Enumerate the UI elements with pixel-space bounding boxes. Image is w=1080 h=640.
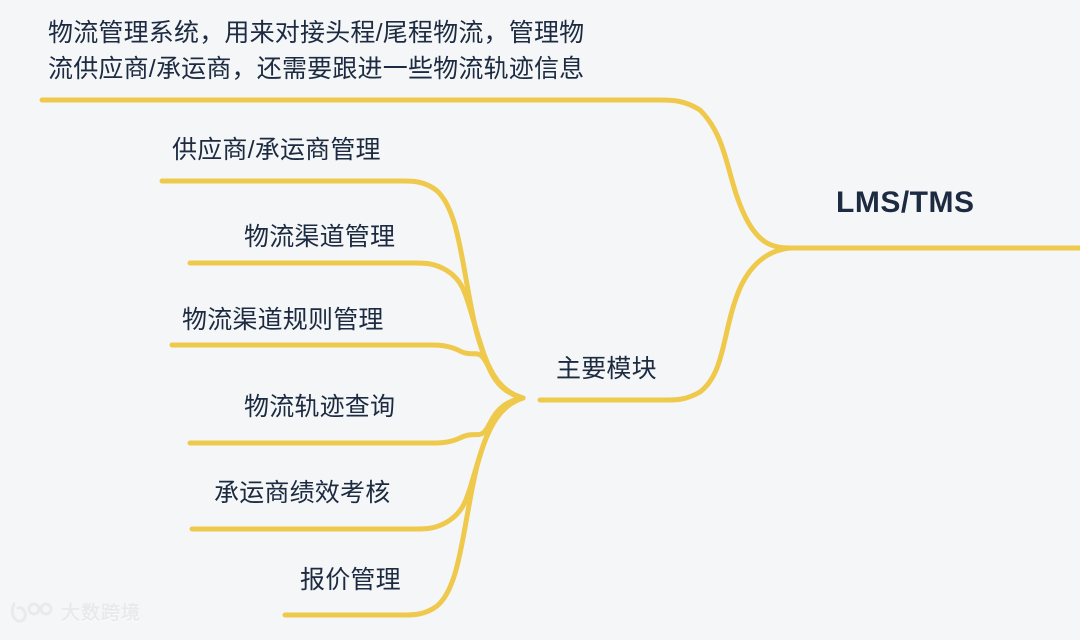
root-node-label: LMS/TMS (836, 186, 975, 219)
branch-node-main-modules: 主要模块 (556, 355, 657, 383)
logo-icon (10, 602, 53, 623)
description-line-2: 流供应商/承运商，还需要跟进一些物流轨迹信息 (48, 55, 585, 83)
wire-description (39, 97, 793, 251)
leaf-node-1: 物流渠道管理 (244, 223, 396, 251)
description-line-1: 物流管理系统，用来对接头程/尾程物流，管理物 (48, 19, 585, 47)
watermark: 大数跨境 (10, 598, 141, 625)
leaf-node-4: 承运商绩效考核 (214, 479, 391, 507)
leaf-node-0: 供应商/承运商管理 (172, 136, 381, 164)
leaf-node-5: 报价管理 (300, 566, 401, 594)
wire-leaf-0 (159, 178, 526, 401)
leaf-node-2: 物流渠道规则管理 (182, 306, 384, 334)
watermark-text: 大数跨境 (61, 603, 142, 624)
leaf-node-3: 物流轨迹查询 (244, 393, 396, 421)
